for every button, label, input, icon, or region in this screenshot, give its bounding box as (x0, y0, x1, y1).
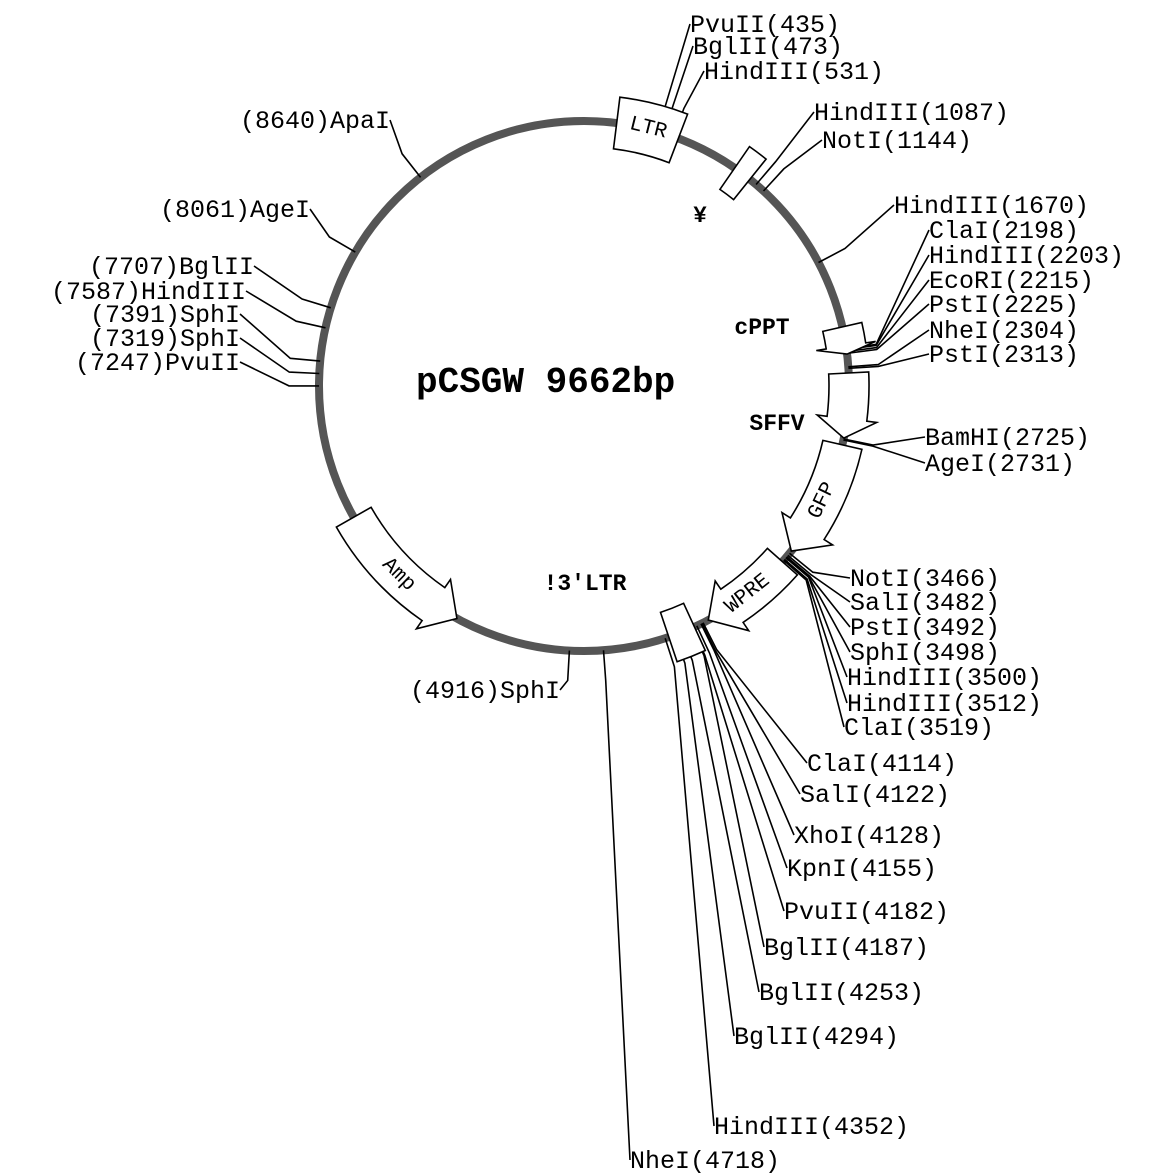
site-label-noti-1144: NotI(1144) (822, 127, 972, 156)
site-label-clai-3519: ClaI(3519) (844, 714, 994, 743)
site-leader-noti-1144 (762, 139, 823, 192)
site-leader-clai-4114 (702, 622, 808, 764)
site-label-bglii-4253: BglII(4253) (759, 979, 924, 1008)
site-label-pvuii-4182: PvuII(4182) (784, 898, 949, 927)
feature-shape-ltr (612, 96, 689, 164)
site-label-hindiii-2203: HindIII(2203) (929, 242, 1124, 271)
site-label-bglii-4294: BglII(4294) (734, 1023, 899, 1052)
site-label-kpni-4155: KpnI(4155) (787, 855, 937, 884)
feature-label-sffv: SFFV (749, 411, 804, 437)
site-label-hindiii-3500: HindIII(3500) (847, 664, 1042, 693)
site-label-nhei-2304: NheI(2304) (929, 317, 1079, 346)
site-leader-xhoi-4128 (700, 623, 795, 836)
site-label-7707-bglii: (7707)BglII (89, 253, 254, 282)
feature-ltr: LTR (612, 96, 689, 164)
site-label-sali-3482: SalI(3482) (850, 589, 1000, 618)
site-leader-7587-hindiii (245, 290, 326, 329)
site-label-hindiii-531: HindIII(531) (704, 58, 884, 87)
site-leader-noti-3466 (788, 552, 851, 579)
site-leader-7319-sphi (239, 337, 320, 375)
site-label-sphi-3498: SphI(3498) (850, 639, 1000, 668)
site-leader-lines (239, 23, 930, 1161)
site-leader-bglii-4253 (680, 632, 760, 993)
feature-gfp: GFP (780, 439, 863, 552)
site-leader-hindiii-3500 (785, 557, 848, 678)
plasmid-title: pCSGW 9662bp (416, 362, 675, 403)
feature-amp: Amp (335, 506, 458, 631)
site-leader-psti-2225 (846, 303, 930, 355)
site-label-4916-sphi: (4916)SphI (410, 677, 560, 706)
site-label-8061-agei: (8061)AgeI (160, 196, 310, 225)
site-label-bglii-4187: BglII(4187) (764, 934, 929, 963)
site-label-bamhi-2725: BamHI(2725) (925, 424, 1090, 453)
site-label-layer: PvuII(435)BglII(473)HindIII(531) HindIII(… (51, 11, 1124, 1174)
site-label-agei-2731: AgeI(2731) (925, 450, 1075, 479)
site-leader-agei-2731 (843, 439, 926, 464)
site-label-noti-3466: NotI(3466) (850, 565, 1000, 594)
site-label-psti-2313: PstI(2313) (929, 341, 1079, 370)
site-leader-7707-bglii (253, 265, 332, 309)
site-leader-sali-4122 (701, 622, 801, 795)
site-label-bglii-473: BglII(473) (693, 33, 843, 62)
site-leader-8640-apai (389, 119, 422, 178)
site-leader-psti-3492 (786, 556, 851, 628)
site-leader-nhei-4718 (602, 650, 631, 1161)
site-leader-hindiii-1087 (755, 111, 815, 186)
feature-label-cppt: cPPT (734, 315, 789, 341)
feature-shape-sffv (814, 371, 880, 440)
site-label-7587-hindiii: (7587)HindIII (51, 278, 246, 307)
feature-label-3ltr: !3'LTR (544, 571, 627, 597)
site-leader-psti-2313 (848, 353, 930, 370)
site-leader-hindiii-1670 (818, 204, 895, 264)
site-label-hindiii-1670: HindIII(1670) (894, 192, 1089, 221)
site-label-hindiii-4352: HindIII(4352) (714, 1113, 909, 1142)
feature-psi: ¥ (693, 145, 768, 229)
site-leader-sali-3482 (787, 554, 851, 603)
site-leader-hindiii-4352 (664, 637, 715, 1127)
feature-label-psi: ¥ (693, 203, 707, 229)
feature-shape-3ltr (659, 602, 707, 663)
site-leader-bglii-4187 (691, 627, 765, 948)
feature-cppt: cPPT (734, 315, 876, 355)
site-label-7391-sphi: (7391)SphI (90, 301, 240, 330)
site-leader-bamhi-2725 (843, 436, 926, 446)
site-label-7247-pvuii: (7247)PvuII (75, 349, 240, 378)
feature-shape-wpre (707, 547, 799, 633)
feature-3ltr: !3'LTR (544, 571, 707, 663)
feature-shape-amp (335, 506, 458, 631)
site-leader-nhei-2304 (848, 329, 930, 368)
site-leader-7391-sphi (239, 313, 321, 362)
site-label-7319-sphi: (7319)SphI (90, 325, 240, 354)
site-label-nhei-4718: NheI(4718) (630, 1147, 780, 1174)
site-label-pvuii-435: PvuII(435) (690, 11, 840, 40)
site-label-clai-2198: ClaI(2198) (929, 217, 1079, 246)
feature-shape-cppt (816, 321, 876, 355)
site-label-clai-4114: ClaI(4114) (807, 750, 957, 779)
site-label-hindiii-1087: HindIII(1087) (814, 99, 1009, 128)
site-leader-8061-agei (309, 208, 356, 253)
site-leader-hindiii-3512 (783, 558, 848, 704)
site-label-xhoi-4128: XhoI(4128) (794, 822, 944, 851)
site-leader-clai-3519 (783, 559, 845, 728)
feature-shape-gfp (780, 439, 863, 552)
feature-shape-psi (718, 145, 768, 201)
site-label-8640-apai: (8640)ApaI (240, 107, 390, 136)
site-leader-7247-pvuii (239, 361, 319, 387)
site-label-ecori-2215: EcoRI(2215) (929, 267, 1094, 296)
site-leader-kpni-4155 (696, 625, 788, 869)
feature-sffv: SFFV (749, 371, 880, 440)
site-label-psti-2225: PstI(2225) (929, 291, 1079, 320)
site-label-sali-4122: SalI(4122) (800, 781, 950, 810)
site-label-hindiii-3512: HindIII(3512) (847, 690, 1042, 719)
site-leader-4916-sphi (559, 650, 571, 691)
site-label-psti-3492: PstI(3492) (850, 614, 1000, 643)
